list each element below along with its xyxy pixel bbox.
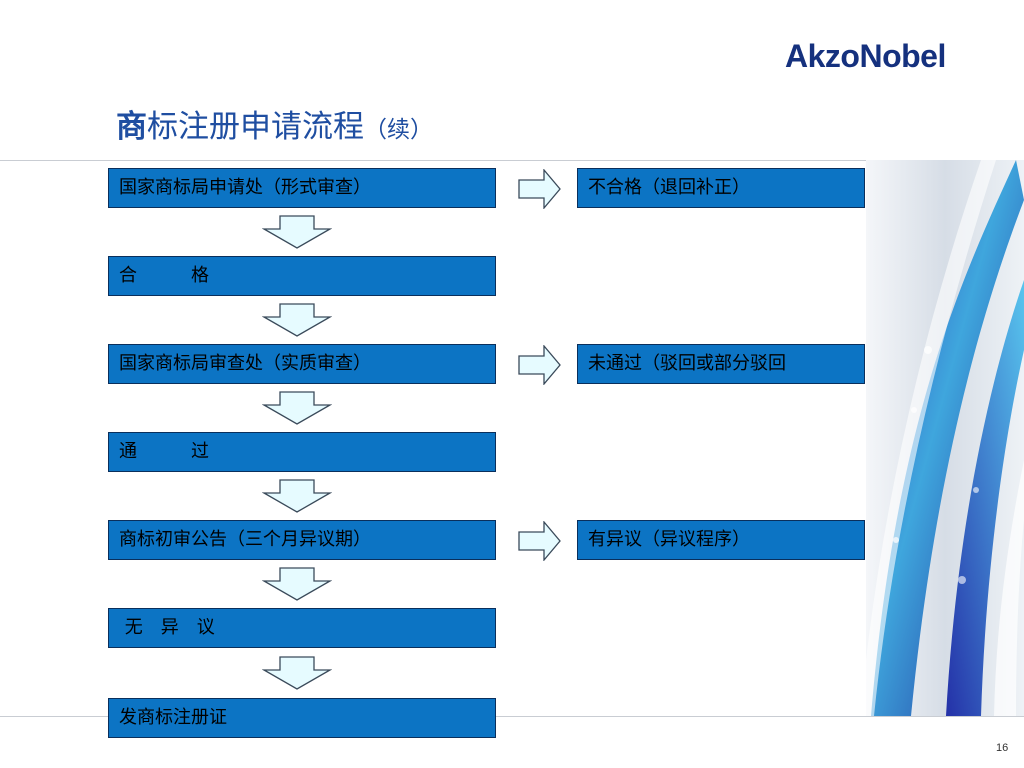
- down-arrow-icon: [262, 391, 332, 425]
- step-passed: 通 过: [108, 432, 496, 472]
- step-formal-examination: 国家商标局申请处（形式审查）: [108, 168, 496, 208]
- akzonobel-logo: AkzoNobel: [785, 38, 946, 75]
- page-title: 商标注册申请流程（续）: [116, 101, 433, 146]
- result-rejected: 未通过（驳回或部分驳回: [577, 344, 865, 384]
- title-text: 标注册申请流程: [147, 109, 364, 145]
- step-no-objection: 无 异 议: [108, 608, 496, 648]
- down-arrow-icon: [262, 567, 332, 601]
- down-arrow-icon: [262, 303, 332, 337]
- step-qualified: 合 格: [108, 256, 496, 296]
- right-arrow-icon: [518, 169, 562, 209]
- down-arrow-icon: [262, 656, 332, 690]
- step-preliminary-announcement: 商标初审公告（三个月异议期）: [108, 520, 496, 560]
- result-objection: 有异议（异议程序）: [577, 520, 865, 560]
- result-unqualified: 不合格（退回补正）: [577, 168, 865, 208]
- down-arrow-icon: [262, 215, 332, 249]
- right-arrow-icon: [518, 521, 562, 561]
- title-suffix: （续）: [364, 117, 433, 143]
- right-arrow-icon: [518, 345, 562, 385]
- down-arrow-icon: [262, 479, 332, 513]
- title-first-char: 商: [116, 109, 147, 145]
- page-number: 16: [996, 742, 1008, 754]
- step-substantive-examination: 国家商标局审查处（实质审查）: [108, 344, 496, 384]
- step-issue-certificate: 发商标注册证: [108, 698, 496, 738]
- decorative-glass-image: [866, 160, 1024, 716]
